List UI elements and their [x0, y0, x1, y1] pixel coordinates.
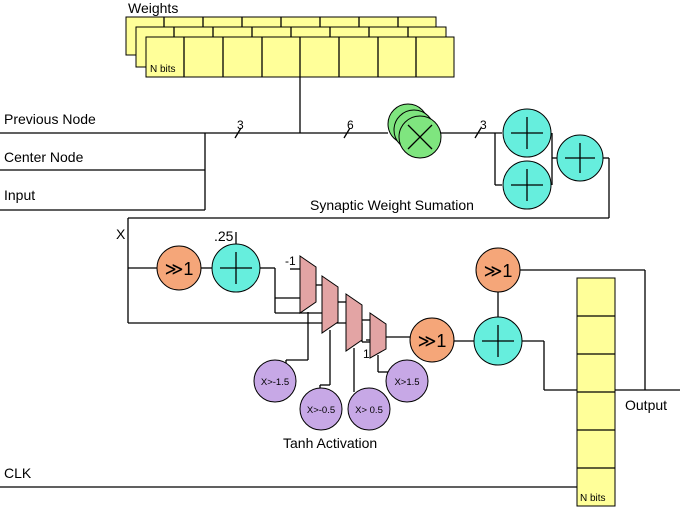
input-label: Input — [4, 187, 35, 203]
center-node-label: Center Node — [4, 149, 84, 165]
comparator-3 — [347, 387, 391, 431]
multiply-icon — [407, 124, 433, 150]
mux-2 — [321, 275, 339, 334]
bus-width-mult: 6 — [347, 118, 354, 132]
synaptic-sum-label: Synaptic Weight Sumation — [310, 197, 474, 213]
bias-constant: .25 — [214, 228, 234, 244]
mux-1 — [299, 255, 317, 314]
clk-label: CLK — [4, 465, 32, 481]
bias-adder — [211, 243, 261, 293]
output-register — [576, 277, 616, 507]
shifter-3-label: ≫1 — [484, 261, 513, 281]
shifter-1-label: ≫1 — [165, 259, 194, 279]
input-wires — [0, 77, 482, 211]
weights-register-stack: Weights N bits — [125, 0, 455, 78]
mux-3 — [345, 293, 363, 352]
weights-label: Weights — [128, 0, 178, 16]
tanh-wires — [260, 267, 410, 392]
shifter-2 — [409, 317, 455, 363]
adder-tree — [494, 108, 604, 210]
previous-node-label: Previous Node — [4, 111, 96, 127]
bus-width-input: 3 — [237, 118, 244, 132]
weights-register-front — [145, 36, 455, 78]
shifter-2-label: ≫1 — [418, 331, 447, 351]
comparator-1-label: X>-1.5 — [261, 377, 289, 388]
output-adder — [473, 316, 523, 366]
output-label: Output — [625, 397, 667, 413]
comparator-4-label: X>1.5 — [394, 377, 419, 388]
tanh-activation-label: Tanh Activation — [283, 435, 377, 451]
multiplier-stack — [387, 103, 442, 159]
comparator-1 — [253, 359, 297, 403]
comparator-4 — [385, 359, 429, 403]
output-nbits-label: N bits — [580, 493, 606, 504]
mux-4 — [369, 312, 387, 359]
x-label: X — [116, 226, 126, 242]
mux-one-label: 1 — [363, 347, 370, 361]
weights-nbits-label: N bits — [150, 64, 176, 75]
comparator-2-label: X>-0.5 — [307, 405, 335, 416]
comparator-3-label: X> 0.5 — [355, 405, 383, 416]
mux-neg-one-label: -1 — [285, 254, 296, 268]
comparator-2 — [299, 387, 343, 431]
bus-width-adder: 3 — [480, 118, 487, 132]
